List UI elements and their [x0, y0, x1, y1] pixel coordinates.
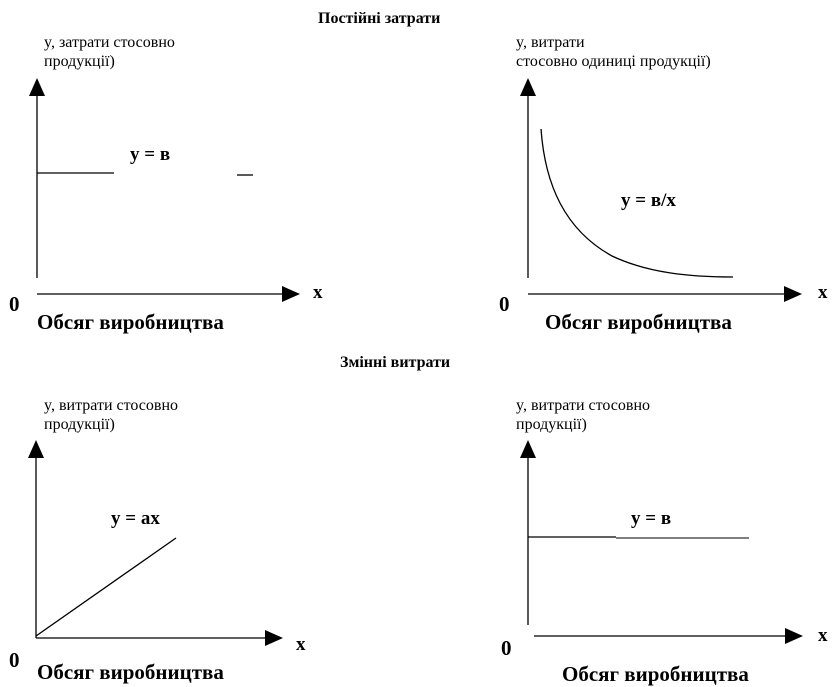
y-axis-arrowhead — [520, 440, 536, 458]
section-title-variable: Змінні витрати — [340, 354, 451, 371]
equation-label: y = в — [631, 508, 672, 529]
y-axis-label: продукції) — [44, 53, 115, 70]
y-axis-label: y, витрати стосовно — [44, 397, 179, 414]
equation-label: y = ax — [111, 508, 160, 529]
x-axis-letter: x — [313, 282, 323, 303]
graph-variable-per-unit — [520, 440, 803, 644]
x-axis-arrowhead — [784, 286, 802, 302]
equation-label: y = в — [130, 144, 171, 165]
x-axis-letter: x — [296, 634, 306, 655]
y-axis-label: продукції) — [44, 416, 115, 433]
y-axis-label: стосовно одиниці продукції) — [516, 53, 711, 70]
y-axis-arrowhead — [520, 78, 536, 96]
x-axis-label: Обсяг виробництва — [545, 310, 732, 334]
graph-fixed-total — [29, 78, 300, 302]
origin-label: 0 — [501, 636, 512, 660]
graph-fixed-per-unit — [520, 78, 802, 302]
y-axis-label: y, витрати стосовно — [516, 397, 651, 414]
x-axis-arrowhead — [282, 286, 300, 302]
x-axis-arrowhead — [265, 630, 283, 646]
origin-label: 0 — [9, 292, 20, 316]
x-axis-letter: x — [818, 625, 828, 646]
x-axis-label: Обсяг виробництва — [37, 660, 224, 684]
origin-label: 0 — [9, 648, 20, 672]
x-axis-arrowhead — [785, 628, 803, 644]
y-axis-label: продукції) — [516, 416, 587, 433]
x-axis-label: Обсяг виробництва — [37, 310, 224, 334]
x-axis-letter: x — [818, 282, 828, 303]
equation-label: y = в/x — [621, 190, 676, 211]
section-title-fixed: Постійні затрати — [318, 10, 441, 27]
hyperbola-curve — [540, 128, 734, 278]
y-axis-label: y, витрати — [516, 34, 585, 51]
origin-label: 0 — [499, 292, 510, 316]
x-axis-label: Обсяг виробництва — [562, 662, 749, 686]
linear-cost-line — [35, 537, 177, 637]
graph-variable-total — [28, 440, 283, 646]
y-axis-arrowhead — [29, 78, 45, 96]
y-axis-arrowhead — [28, 440, 44, 458]
y-axis-label: y, затрати стосовно — [44, 34, 175, 51]
